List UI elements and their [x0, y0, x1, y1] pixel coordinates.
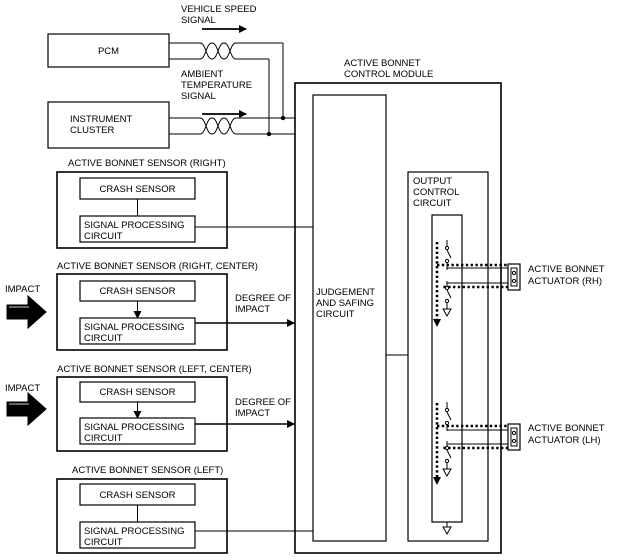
- lh-switch-circuit: [442, 402, 510, 478]
- impact-arrow-2: [6, 391, 47, 427]
- pcm-box: [47, 33, 170, 68]
- sensor-right-center-title: ACTIVE BONNET SENSOR (RIGHT, CENTER): [57, 261, 258, 272]
- actuator-rh-connector: [507, 263, 521, 291]
- sensor-left-center-title: ACTIVE BONNET SENSOR (LEFT, CENTER): [57, 364, 252, 375]
- pcm-label: PCM: [98, 46, 119, 57]
- sensor-right-crash-label: CRASH SENSOR: [99, 184, 175, 195]
- sensor-left-processing-label: SIGNAL PROCESSING CIRCUIT: [84, 526, 187, 548]
- judgement-safing-label: JUDGEMENT AND SAFING CIRCUIT: [316, 287, 378, 320]
- sensor-left-center-signal-processing: [79, 417, 196, 445]
- instrument-cluster-box: [47, 101, 170, 149]
- impact-label-1: IMPACT: [5, 284, 40, 295]
- rh-current-arrow: [433, 319, 441, 327]
- ambient-temperature-signal-label: AMBIENT TEMPERATURE SIGNAL: [181, 69, 255, 102]
- sensor-right-processing-label: SIGNAL PROCESSING CIRCUIT: [84, 220, 187, 242]
- sensor-right-signal-processing: [79, 215, 196, 243]
- degree-of-impact-label-2: DEGREE OF IMPACT: [235, 397, 294, 419]
- actuator-lh-connector: [507, 423, 521, 451]
- actuator-lh-label: ACTIVE BONNET ACTUATOR (LH): [528, 423, 607, 446]
- actuator-rh-label: ACTIVE BONNET ACTUATOR (RH): [528, 264, 607, 287]
- sensor-right-center-crash-label: CRASH SENSOR: [99, 286, 175, 297]
- output-control-label: OUTPUT CONTROL CIRCUIT: [413, 176, 462, 209]
- impact-arrow-1: [6, 294, 47, 330]
- sensor-left-center-crash-label: CRASH SENSOR: [99, 387, 175, 398]
- sensor-left-crash-label: CRASH SENSOR: [99, 490, 175, 501]
- sensor-left-title: ACTIVE BONNET SENSOR (LEFT): [72, 465, 223, 476]
- sensor-right-title: ACTIVE BONNET SENSOR (RIGHT): [68, 158, 226, 169]
- sensor-right-center-processing-label: SIGNAL PROCESSING CIRCUIT: [84, 322, 187, 344]
- instrument-cluster-label: INSTRUMENT CLUSTER: [70, 114, 135, 136]
- rh-switch-circuit: [442, 240, 510, 318]
- impact-label-2: IMPACT: [5, 383, 40, 394]
- sensor-left-signal-processing: [79, 521, 196, 549]
- sensor-left-center-processing-label: SIGNAL PROCESSING CIRCUIT: [84, 422, 187, 444]
- control-module-title: ACTIVE BONNET CONTROL MODULE: [344, 58, 433, 80]
- judgement-safing-circuit-box: [312, 94, 387, 542]
- lh-current-arrow: [433, 477, 441, 485]
- sensor-right-center-signal-processing: [79, 317, 196, 345]
- degree-of-impact-label-1: DEGREE OF IMPACT: [235, 293, 294, 315]
- twisted-pair-pcm: [169, 42, 283, 60]
- ground-icon: [442, 526, 452, 536]
- twisted-pair-cluster: [169, 117, 283, 135]
- vehicle-speed-signal-label: VEHICLE SPEED SIGNAL: [181, 4, 259, 26]
